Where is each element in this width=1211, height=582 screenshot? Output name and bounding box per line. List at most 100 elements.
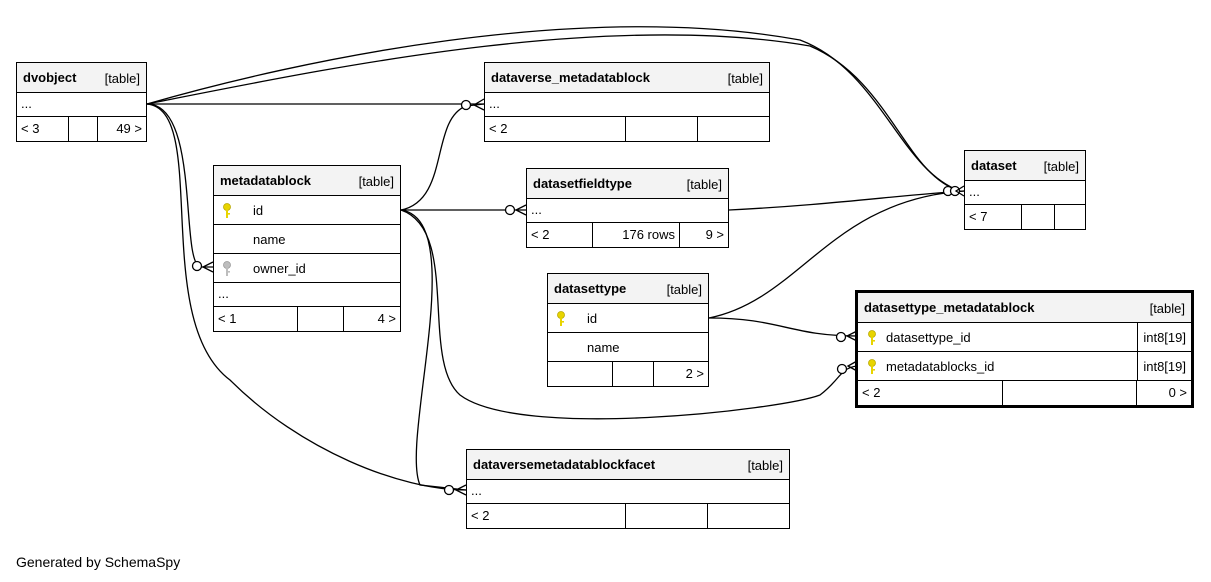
table-footer: 2 > xyxy=(548,362,708,386)
table-kind: [table] xyxy=(1043,159,1079,174)
primary-key-icon xyxy=(223,203,231,218)
table-footer: < 3 49 > xyxy=(17,117,146,141)
column-row[interactable]: metadatablocks_id int8[19] xyxy=(858,352,1191,381)
more-columns-text: ... xyxy=(218,286,229,301)
more-columns-row: ... xyxy=(214,283,400,307)
column-row[interactable]: id xyxy=(548,304,708,333)
rows-count xyxy=(626,504,708,528)
table-kind: [table] xyxy=(1149,301,1185,316)
more-columns-row: ... xyxy=(467,480,789,504)
more-columns-row: ... xyxy=(485,93,769,117)
more-columns-row: ... xyxy=(965,181,1085,205)
table-datasettype-metadatablock[interactable]: datasettype_metadatablock [table] datase… xyxy=(855,290,1194,408)
rows-count xyxy=(298,307,344,331)
parents-link[interactable] xyxy=(548,362,613,386)
generated-by-footer: Generated by SchemaSpy xyxy=(16,554,181,570)
table-header: datasettype_metadatablock [table] xyxy=(858,293,1191,323)
column-name: metadatablocks_id xyxy=(886,359,995,374)
crowfoot-marker xyxy=(472,98,485,111)
table-footer: < 2 0 > xyxy=(858,381,1191,405)
parents-link[interactable]: < 2 xyxy=(467,504,626,528)
children-link[interactable]: 0 > xyxy=(1168,385,1187,400)
table-footer: < 7 xyxy=(965,205,1085,229)
table-datasetfieldtype[interactable]: datasetfieldtype [table] ... < 2 176 row… xyxy=(526,168,729,248)
table-kind: [table] xyxy=(747,458,783,473)
column-name: owner_id xyxy=(253,261,306,276)
table-header: dataverse_metadatablock [table] xyxy=(485,63,769,93)
optional-marker xyxy=(504,204,516,216)
table-footer: < 2 176 rows 9 > xyxy=(527,223,728,247)
parents-link[interactable]: < 2 xyxy=(485,117,626,141)
table-footer: < 1 4 > xyxy=(214,307,400,331)
table-dvobject[interactable]: dvobject [table] ... < 3 49 > xyxy=(16,62,147,142)
rows-count xyxy=(626,117,698,141)
relationship-dvobject-facet xyxy=(146,103,467,491)
optional-marker xyxy=(460,99,472,111)
children-link[interactable] xyxy=(1055,205,1085,229)
crowfoot-marker xyxy=(514,204,527,216)
children-link[interactable]: 49 > xyxy=(116,121,142,136)
primary-key-icon xyxy=(557,311,565,326)
table-name[interactable]: datasettype xyxy=(554,281,627,296)
column-row[interactable]: id xyxy=(214,196,400,225)
table-datasettype[interactable]: datasettype [table] id name 2 > xyxy=(547,273,709,387)
column-type: int8[19] xyxy=(1143,330,1186,345)
column-row[interactable]: name xyxy=(548,333,708,362)
more-columns-text: ... xyxy=(21,96,32,111)
table-dataset[interactable]: dataset [table] ... < 7 xyxy=(964,150,1086,230)
column-name: id xyxy=(253,203,264,218)
more-columns-text: ... xyxy=(489,96,500,111)
parents-link[interactable]: < 1 xyxy=(214,307,298,331)
relationship-datasettype-datasettype-metadatablock xyxy=(708,317,858,337)
parents-link[interactable]: < 7 xyxy=(965,205,1022,229)
table-name[interactable]: dataverse_metadatablock xyxy=(491,70,650,85)
children-link[interactable] xyxy=(698,117,769,141)
column-divider xyxy=(1137,323,1138,351)
table-kind: [table] xyxy=(104,71,140,86)
table-name[interactable]: dvobject xyxy=(23,70,77,85)
table-metadatablock[interactable]: metadatablock [table] id name owner_id .… xyxy=(213,165,401,332)
crowfoot-marker xyxy=(454,484,467,496)
children-link[interactable]: 9 > xyxy=(705,227,724,242)
rows-count xyxy=(1003,381,1137,405)
parents-link[interactable]: < 2 xyxy=(858,381,1003,405)
table-dataverse-metadatablock[interactable]: dataverse_metadatablock [table] ... < 2 xyxy=(484,62,770,142)
column-name: datasettype_id xyxy=(886,330,971,345)
table-kind: [table] xyxy=(686,177,722,192)
relationship-datasetfieldtype-dataset xyxy=(728,190,965,211)
table-name[interactable]: datasetfieldtype xyxy=(533,176,632,191)
children-link[interactable]: 4 > xyxy=(377,311,396,326)
table-dataversemetadatablockfacet[interactable]: dataversemetadatablockfacet [table] ... … xyxy=(466,449,790,529)
column-name: name xyxy=(587,340,620,355)
parents-link[interactable]: < 3 xyxy=(17,117,69,141)
column-name: id xyxy=(587,311,598,326)
relationship-dvobject-dataset-2 xyxy=(146,34,961,192)
children-link[interactable]: 2 > xyxy=(685,366,704,381)
column-name: name xyxy=(253,232,286,247)
rows-count xyxy=(69,117,98,141)
table-name[interactable]: datasettype_metadatablock xyxy=(864,300,1035,315)
relationship-dvobject-dataset xyxy=(146,26,961,192)
table-name[interactable]: dataset xyxy=(971,158,1017,173)
table-name[interactable]: metadatablock xyxy=(220,173,312,188)
table-name[interactable]: dataversemetadatablockfacet xyxy=(473,457,656,472)
more-columns-text: ... xyxy=(471,483,482,498)
table-kind: [table] xyxy=(358,174,394,189)
rows-count xyxy=(1022,205,1055,229)
more-columns-text: ... xyxy=(531,202,542,217)
table-header: dvobject [table] xyxy=(17,63,146,93)
table-header: dataversemetadatablockfacet [table] xyxy=(467,450,789,480)
column-row[interactable]: owner_id xyxy=(214,254,400,283)
column-row[interactable]: datasettype_id int8[19] xyxy=(858,323,1191,352)
children-link[interactable] xyxy=(708,504,789,528)
optional-marker xyxy=(443,484,455,496)
table-kind: [table] xyxy=(666,282,702,297)
table-footer: < 2 xyxy=(485,117,769,141)
parents-link[interactable]: < 2 xyxy=(527,223,593,247)
column-row[interactable]: name xyxy=(214,225,400,254)
table-header: datasettype [table] xyxy=(548,274,708,304)
optional-marker xyxy=(836,363,848,375)
table-header: dataset [table] xyxy=(965,151,1085,181)
table-footer: < 2 xyxy=(467,504,789,528)
